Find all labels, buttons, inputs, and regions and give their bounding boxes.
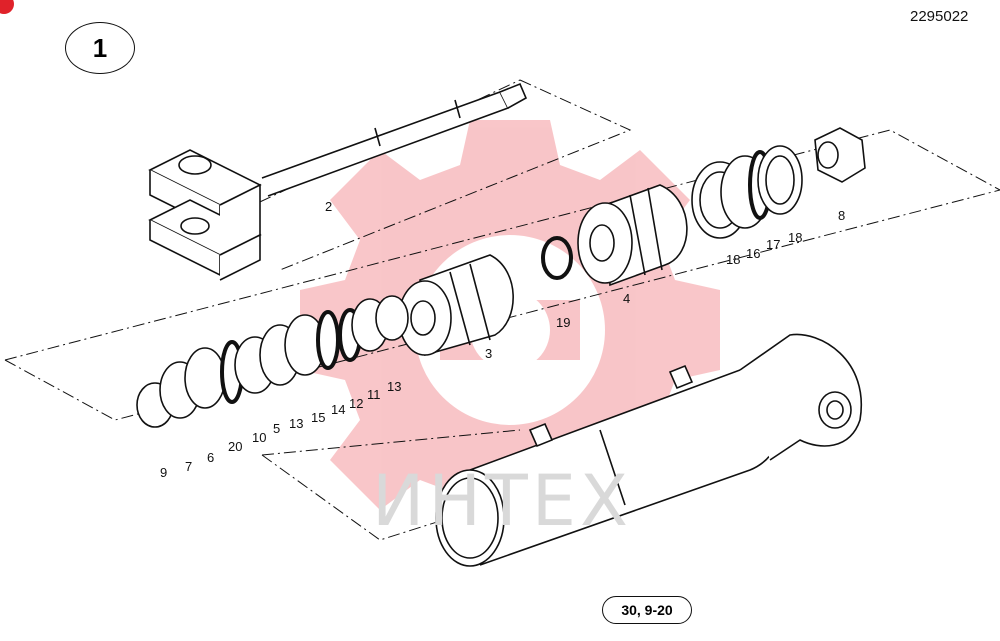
document-number: 2295022 bbox=[910, 8, 969, 25]
gland bbox=[577, 184, 688, 287]
callout-9: 9 bbox=[160, 465, 168, 480]
callout-18a: 18 bbox=[726, 252, 741, 267]
callout-15: 15 bbox=[311, 410, 326, 425]
callout-19: 19 bbox=[556, 315, 571, 330]
callout-6: 6 bbox=[207, 450, 215, 465]
callout-7: 7 bbox=[185, 459, 193, 474]
callout-13b: 13 bbox=[387, 379, 402, 394]
callout-8: 8 bbox=[838, 208, 846, 223]
seal-set-right bbox=[691, 145, 803, 239]
figure-number: 1 bbox=[92, 32, 108, 63]
figure-number-badge: 1 bbox=[65, 22, 135, 74]
hex-nut bbox=[814, 127, 866, 183]
callout-4: 4 bbox=[623, 291, 631, 306]
callout-2: 2 bbox=[325, 199, 333, 214]
callout-16: 16 bbox=[746, 246, 761, 261]
page-reference-badge: 30, 9-20 bbox=[602, 596, 692, 624]
callout-20: 20 bbox=[228, 439, 243, 454]
callout-11: 11 bbox=[367, 387, 381, 402]
callout-18b: 18 bbox=[788, 230, 803, 245]
piston-rod bbox=[148, 82, 528, 281]
callout-13a: 13 bbox=[289, 416, 304, 431]
watermark-text: ИНТЕХ bbox=[372, 460, 632, 542]
corner-marker bbox=[0, 0, 14, 14]
callout-5: 5 bbox=[273, 421, 281, 436]
o-ring-19 bbox=[541, 236, 573, 280]
callout-12: 12 bbox=[349, 396, 364, 411]
piston bbox=[398, 254, 514, 357]
callout-17: 17 bbox=[766, 237, 781, 252]
page-reference: 30, 9-20 bbox=[621, 602, 673, 618]
callout-3: 3 bbox=[485, 346, 493, 361]
cylinder-barrel bbox=[435, 333, 863, 567]
callout-14: 14 bbox=[331, 402, 346, 417]
seal-stack-left bbox=[136, 295, 409, 428]
callout-10: 10 bbox=[252, 430, 267, 445]
